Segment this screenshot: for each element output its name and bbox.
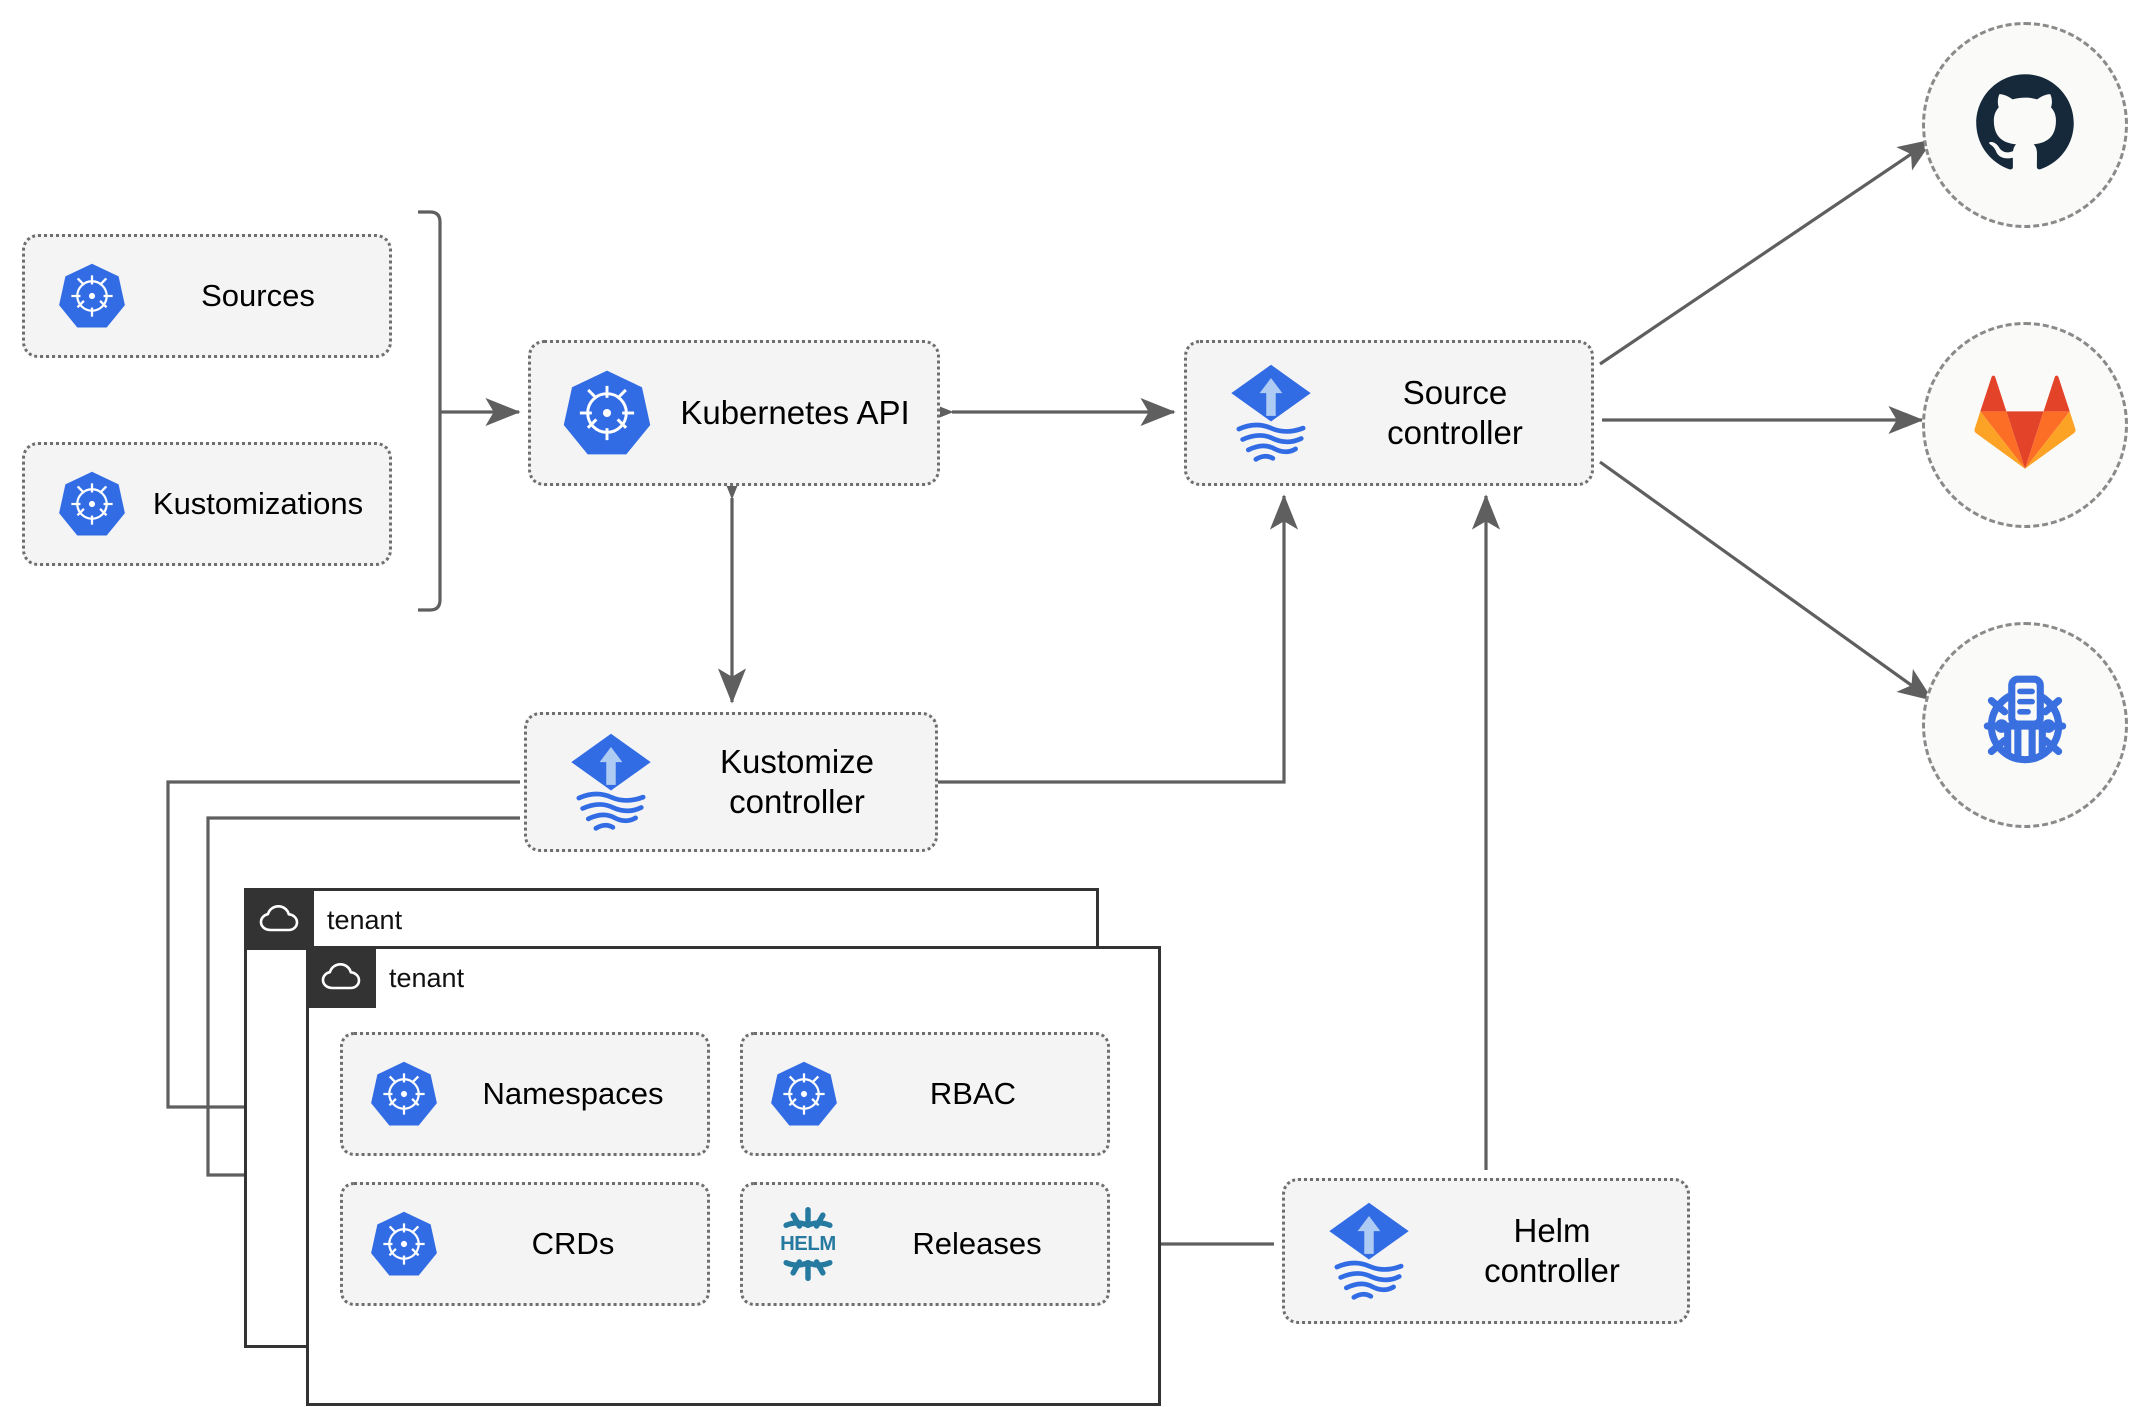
svg-text:HELM: HELM xyxy=(780,1233,836,1255)
github-icon xyxy=(1972,70,2078,181)
kubernetes-icon xyxy=(57,469,127,539)
node-label: Kubernetes API xyxy=(680,393,910,431)
tenant-label: tenant xyxy=(327,904,403,935)
helm-icon: HELM xyxy=(769,1205,847,1283)
tenant-container-front[interactable]: tenant xyxy=(306,946,1161,1406)
card-rbac[interactable]: RBAC xyxy=(740,1032,1110,1156)
node-label: Source controller xyxy=(1387,373,1523,451)
node-sources[interactable]: Sources xyxy=(22,234,392,358)
card-crds[interactable]: CRDs xyxy=(340,1182,710,1306)
node-helm-controller[interactable]: Helm controller xyxy=(1282,1178,1690,1324)
tenant-label: tenant xyxy=(389,962,465,993)
node-github[interactable] xyxy=(1922,22,2128,228)
node-source-controller[interactable]: Source controller xyxy=(1184,340,1594,486)
kubernetes-icon xyxy=(57,261,127,331)
flux-icon xyxy=(1223,361,1319,465)
node-label: Sources xyxy=(201,278,315,314)
card-label: RBAC xyxy=(929,1076,1017,1111)
edge-source-controller-helm-repository xyxy=(1599,460,1934,702)
card-releases[interactable]: HELM Releases xyxy=(740,1182,1110,1306)
node-label: Kustomizations xyxy=(152,486,364,522)
kubernetes-icon xyxy=(369,1209,439,1279)
kubernetes-icon xyxy=(369,1059,439,1129)
card-label: CRDs xyxy=(531,1226,615,1261)
edge-source-controller-github xyxy=(1599,138,1934,366)
flux-icon xyxy=(1321,1199,1417,1303)
card-label: Namespaces xyxy=(482,1076,664,1111)
helm-repository-icon xyxy=(1969,667,2081,784)
kubernetes-icon xyxy=(561,367,653,459)
edge-kustomize-controller-tenant-back xyxy=(166,780,520,1122)
node-kubernetes-api[interactable]: Kubernetes API xyxy=(528,340,940,486)
node-kustomizations[interactable]: Kustomizations xyxy=(22,442,392,566)
card-namespaces[interactable]: Namespaces xyxy=(340,1032,710,1156)
flux-icon xyxy=(563,730,659,834)
edge-kustomize-controller-source-controller xyxy=(938,494,1299,784)
card-label: Releases xyxy=(912,1226,1042,1261)
node-helm-repository[interactable] xyxy=(1922,622,2128,828)
node-kustomize-controller[interactable]: Kustomize controller xyxy=(524,712,938,852)
node-label: Kustomize controller xyxy=(719,742,875,820)
node-label: Helm controller xyxy=(1484,1211,1620,1289)
node-gitlab[interactable] xyxy=(1922,322,2128,528)
gitlab-icon xyxy=(1973,373,2077,478)
edge-bracket xyxy=(418,210,442,612)
cloud-icon xyxy=(306,946,376,1008)
kubernetes-icon xyxy=(769,1059,839,1129)
cloud-icon xyxy=(244,888,314,950)
